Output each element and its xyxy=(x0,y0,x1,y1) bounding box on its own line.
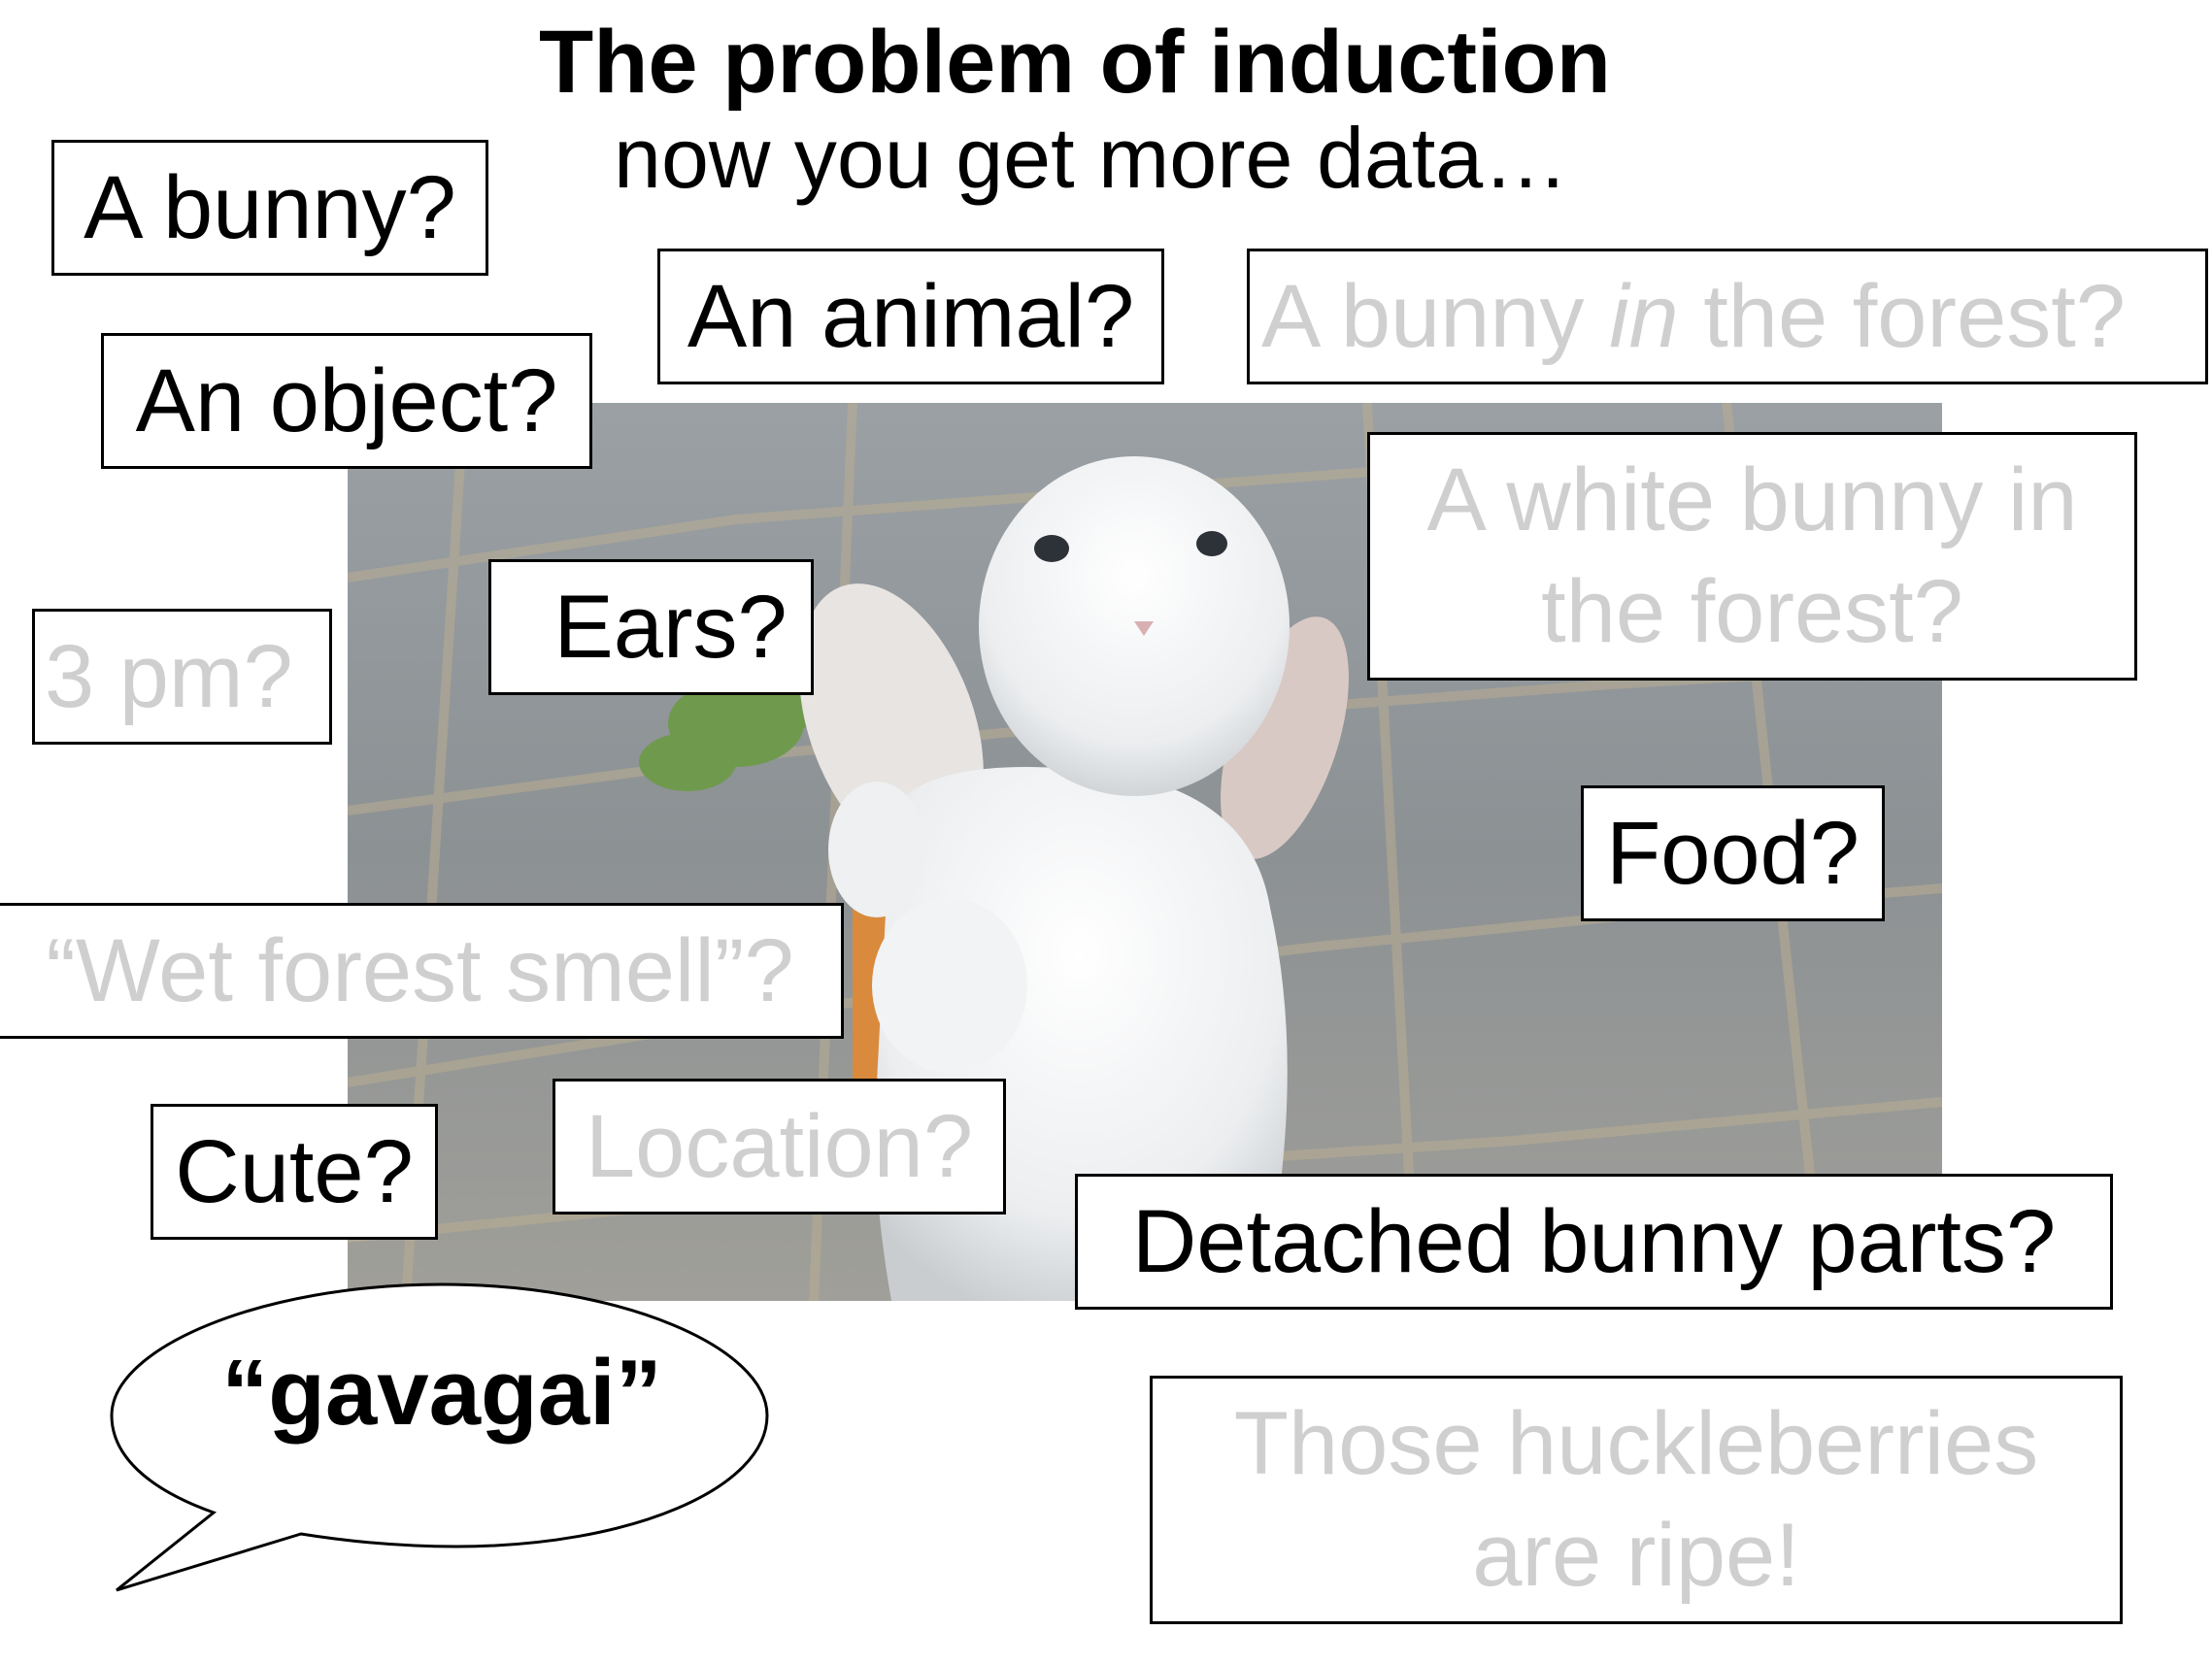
hypothesis-detached-parts: Detached bunny parts? xyxy=(1075,1174,2113,1310)
slide-title: The problem of induction xyxy=(539,13,1611,112)
speech-bubble xyxy=(110,1282,769,1592)
hypothesis-ears: Ears? xyxy=(488,559,814,695)
hypothesis-wet-forest-smell: “Wet forest smell”? xyxy=(0,903,844,1039)
hypothesis-label: Those huckleberries are ripe! xyxy=(1233,1394,2039,1605)
hypothesis-food: Food? xyxy=(1581,785,1885,921)
hypothesis-an-object: An object? xyxy=(101,333,592,469)
hypothesis-location: Location? xyxy=(553,1079,1006,1215)
hypothesis-label: A bunny? xyxy=(84,157,456,257)
hypothesis-label: Ears? xyxy=(553,577,788,677)
hypothesis-bunny-in-forest: A bunny in the forest? xyxy=(1247,249,2208,384)
hypothesis-label: An object? xyxy=(135,350,558,450)
hypothesis-label: Food? xyxy=(1606,803,1860,903)
hypothesis-white-bunny: A white bunny in the forest? xyxy=(1367,432,2137,681)
hypothesis-an-animal: An animal? xyxy=(657,249,1164,384)
speech-text: “gavagai” xyxy=(221,1341,662,1445)
hypothesis-huckleberries: Those huckleberries are ripe! xyxy=(1150,1376,2123,1624)
hypothesis-three-pm: 3 pm? xyxy=(32,609,332,745)
hypothesis-label: A white bunny in the forest? xyxy=(1426,450,2078,661)
hypothesis-label: An animal? xyxy=(687,266,1135,366)
hypothesis-a-bunny: A bunny? xyxy=(51,140,488,276)
slide-subtitle: now you get more data… xyxy=(614,110,1569,206)
hypothesis-label: A bunny in the forest? xyxy=(1261,266,2126,366)
hypothesis-label: “Wet forest smell”? xyxy=(46,920,794,1020)
hypothesis-label: Detached bunny parts? xyxy=(1131,1191,2057,1291)
hypothesis-cute: Cute? xyxy=(151,1104,438,1240)
hypothesis-label: 3 pm? xyxy=(45,626,293,726)
hypothesis-label: Cute? xyxy=(175,1121,414,1221)
hypothesis-label: Location? xyxy=(586,1096,973,1196)
